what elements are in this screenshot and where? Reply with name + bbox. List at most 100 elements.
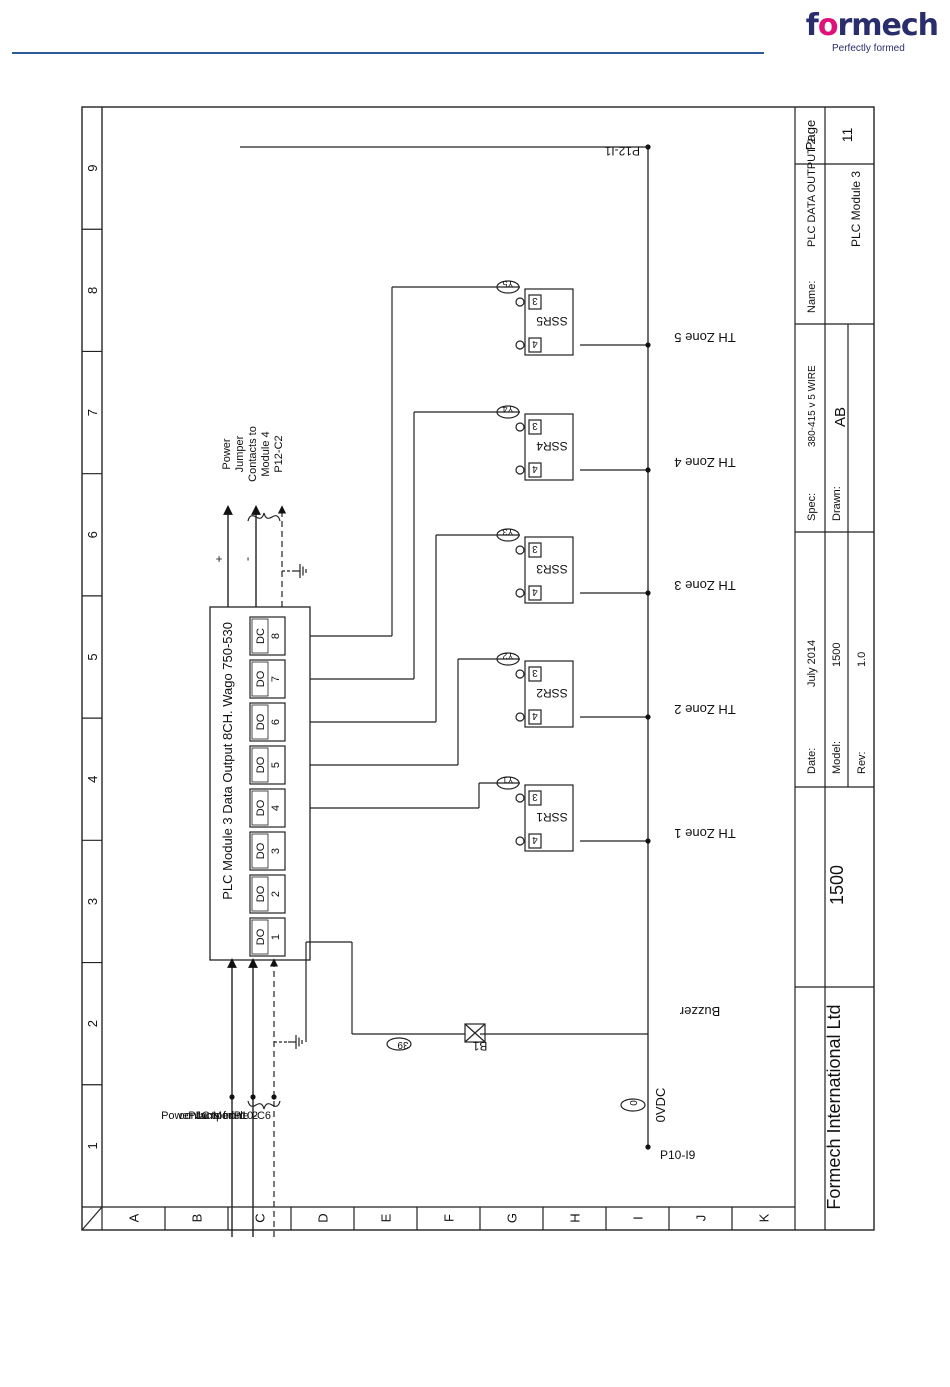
output-slot-num-8: 8	[270, 633, 282, 639]
ssr3-box	[524, 536, 574, 604]
ssr3-wire-tag	[496, 528, 520, 542]
jumper-in-earth-symbol	[288, 1035, 303, 1049]
ssr1-name: SSR1	[536, 810, 568, 824]
jumper-out-text-1: Jumper	[234, 435, 246, 472]
ssr2-wire-tag	[496, 652, 520, 666]
ssr3-pin-b: 4	[532, 586, 538, 597]
ssr2-name: SSR2	[536, 686, 568, 700]
grid-col-5: 5	[85, 653, 100, 660]
ssr5-zone: TH Zone 5	[674, 330, 735, 345]
model-big: 1500	[827, 865, 847, 905]
drawing-frame	[81, 106, 875, 1231]
output-slot-2	[249, 874, 286, 914]
logo-wordmark: formech	[805, 8, 939, 43]
ssr1-pin-a: 3	[532, 791, 538, 802]
ssr5-term-a	[515, 297, 525, 307]
ssr2-wire-num: Y2	[502, 651, 513, 661]
drawn-value: AB	[832, 407, 849, 427]
buzzer-wire-num: 39	[397, 1039, 409, 1050]
jumper-in-node-minus	[250, 1094, 256, 1100]
output-slot-type-5: DO	[255, 756, 267, 773]
grid-row-F: F	[442, 1214, 457, 1222]
jumper-out-text-3: Module 4	[260, 431, 272, 476]
sub-name: PLC Module 3	[849, 171, 863, 247]
ssr3-term-b	[515, 588, 525, 598]
ssr3-zone: TH Zone 3	[674, 578, 735, 593]
model-label: Model:	[831, 741, 843, 774]
ssr4-pin-b: 4	[532, 463, 538, 474]
output-slot-type-3: DO	[255, 842, 267, 859]
ssr1-term-a	[515, 793, 525, 803]
date-label: Date:	[806, 748, 818, 774]
jumper-out-text-4: P12-C2	[273, 435, 285, 472]
name-value: PLC DATA OUTPUT 2	[806, 138, 818, 247]
output-slot-num-1: 1	[270, 934, 282, 940]
ssr3-name: SSR3	[536, 562, 568, 576]
grid-row-G: G	[505, 1213, 520, 1223]
grid-row-A: A	[127, 1213, 142, 1222]
jumper-in-node-plus	[229, 1094, 235, 1100]
model-value: 1500	[831, 643, 843, 667]
grid-row-C: C	[253, 1213, 268, 1222]
output-slot-num-2: 2	[270, 891, 282, 897]
rail-wire-num: 0	[629, 1100, 640, 1106]
grid-row-D: D	[316, 1213, 331, 1222]
ssr2-term-a	[515, 669, 525, 679]
ssr1-zone: TH Zone 1	[674, 826, 735, 841]
rail-wire-tag	[620, 1098, 646, 1112]
spec-value: 380-415 v 5 WIRE	[807, 365, 818, 447]
buzzer-label: Buzzer	[679, 1004, 720, 1019]
jumper-out-text-0: Power	[221, 438, 233, 470]
jumper-out-plus-sign: +	[212, 555, 226, 562]
ssr3-rail-node	[645, 590, 651, 596]
logo-tagline: Perfectly formed	[832, 43, 905, 54]
output-slot-1	[249, 917, 286, 957]
ssr4-wire-num: Y4	[502, 404, 513, 414]
output-slot-3	[249, 831, 286, 871]
grid-col-1: 1	[85, 1142, 100, 1149]
grid-row-B: B	[190, 1214, 205, 1223]
jumper-in-node-earth	[271, 1094, 277, 1100]
ssr5-name: SSR5	[536, 314, 568, 328]
jumper-in-text-0: Power Jumper	[161, 1110, 232, 1122]
output-slot-4	[249, 788, 286, 828]
spec-label: Spec:	[806, 493, 818, 521]
ssr5-wire-tag	[496, 280, 520, 294]
grid-col-4: 4	[85, 776, 100, 783]
rail-right-ref: P12-I1	[604, 144, 640, 158]
ssr4-pin-a: 3	[532, 420, 538, 431]
ssr2-zone: TH Zone 2	[674, 702, 735, 717]
ssr1-rail-node	[645, 838, 651, 844]
ssr4-name: SSR4	[536, 439, 568, 453]
ssr1-wire-num: Y1	[502, 775, 513, 785]
output-slot-num-5: 5	[270, 762, 282, 768]
grid-col-3: 3	[85, 898, 100, 905]
ssr3-wire-num: Y3	[502, 527, 513, 537]
ssr5-rail-node	[645, 342, 651, 348]
jumper-in-brace	[247, 1100, 281, 1110]
ssr3-pin-a: 3	[532, 543, 538, 554]
ssr5-pin-a: 3	[532, 295, 538, 306]
output-slot-7	[249, 659, 286, 699]
plc-module-title: PLC Module 3 Data Output 8CH. Wago 750-5…	[220, 622, 235, 900]
ssr4-rail-node	[645, 467, 651, 473]
ssr2-pin-b: 4	[532, 710, 538, 721]
ssr5-term-b	[515, 340, 525, 350]
output-slot-5	[249, 745, 286, 785]
ssr4-term-a	[515, 422, 525, 432]
name-label: Name:	[806, 281, 818, 313]
grid-col-2: 2	[85, 1020, 100, 1027]
grid-col-8: 8	[85, 287, 100, 294]
drawn-label: Drawn:	[831, 486, 843, 521]
output-slot-type-4: DO	[255, 799, 267, 816]
output-slot-6	[249, 702, 286, 742]
ssr1-box	[524, 784, 574, 852]
buzzer-wire-tag	[386, 1037, 412, 1051]
grid-col-7: 7	[85, 409, 100, 416]
ssr2-box	[524, 660, 574, 728]
page-number: 11	[839, 128, 855, 143]
grid-col-9: 9	[85, 164, 100, 171]
rev-value: 1.0	[856, 652, 868, 667]
ssr4-term-b	[515, 465, 525, 475]
ssr4-box	[524, 413, 574, 481]
